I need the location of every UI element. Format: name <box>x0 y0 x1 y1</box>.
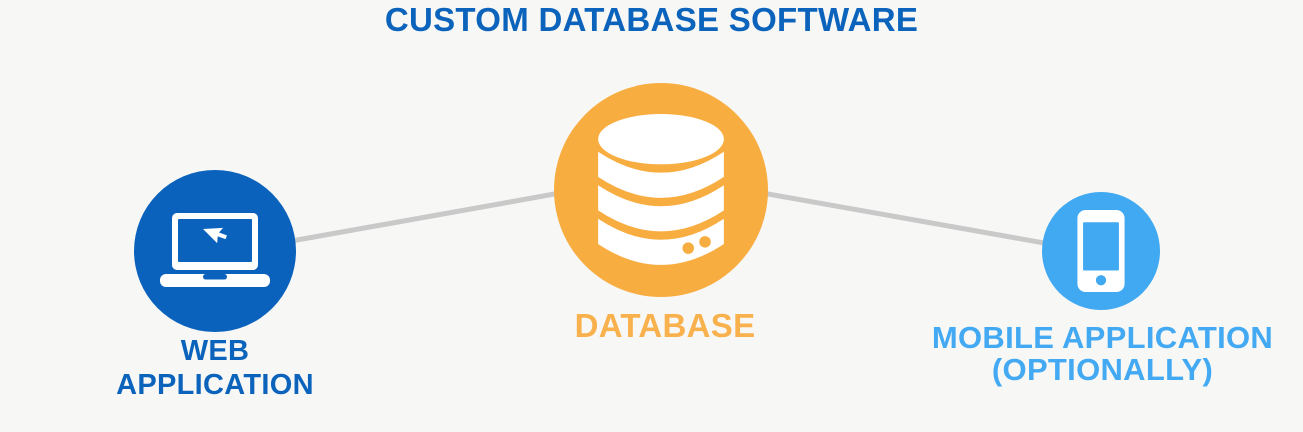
smartphone-icon <box>1077 210 1125 292</box>
label-line-2: APPLICATION <box>116 369 314 401</box>
label-line-1: DATABASE <box>574 307 756 344</box>
node-mobile-application <box>1042 192 1160 310</box>
laptop-cursor-icon <box>160 213 270 287</box>
label-line-1: WEB <box>180 335 250 367</box>
node-label-web-application: WEB APPLICATION <box>55 334 375 402</box>
node-label-mobile-application: MOBILE APPLICATION (OPTIONALLY) <box>925 322 1280 386</box>
database-icon <box>598 113 724 265</box>
label-line-2: (OPTIONALLY) <box>991 352 1214 387</box>
node-web-application <box>134 170 296 332</box>
node-database <box>554 83 768 297</box>
node-label-database: DATABASE <box>535 307 795 345</box>
diagram-title: CUSTOM DATABASE SOFTWARE <box>384 1 919 38</box>
label-line-1: MOBILE APPLICATION <box>931 320 1274 355</box>
